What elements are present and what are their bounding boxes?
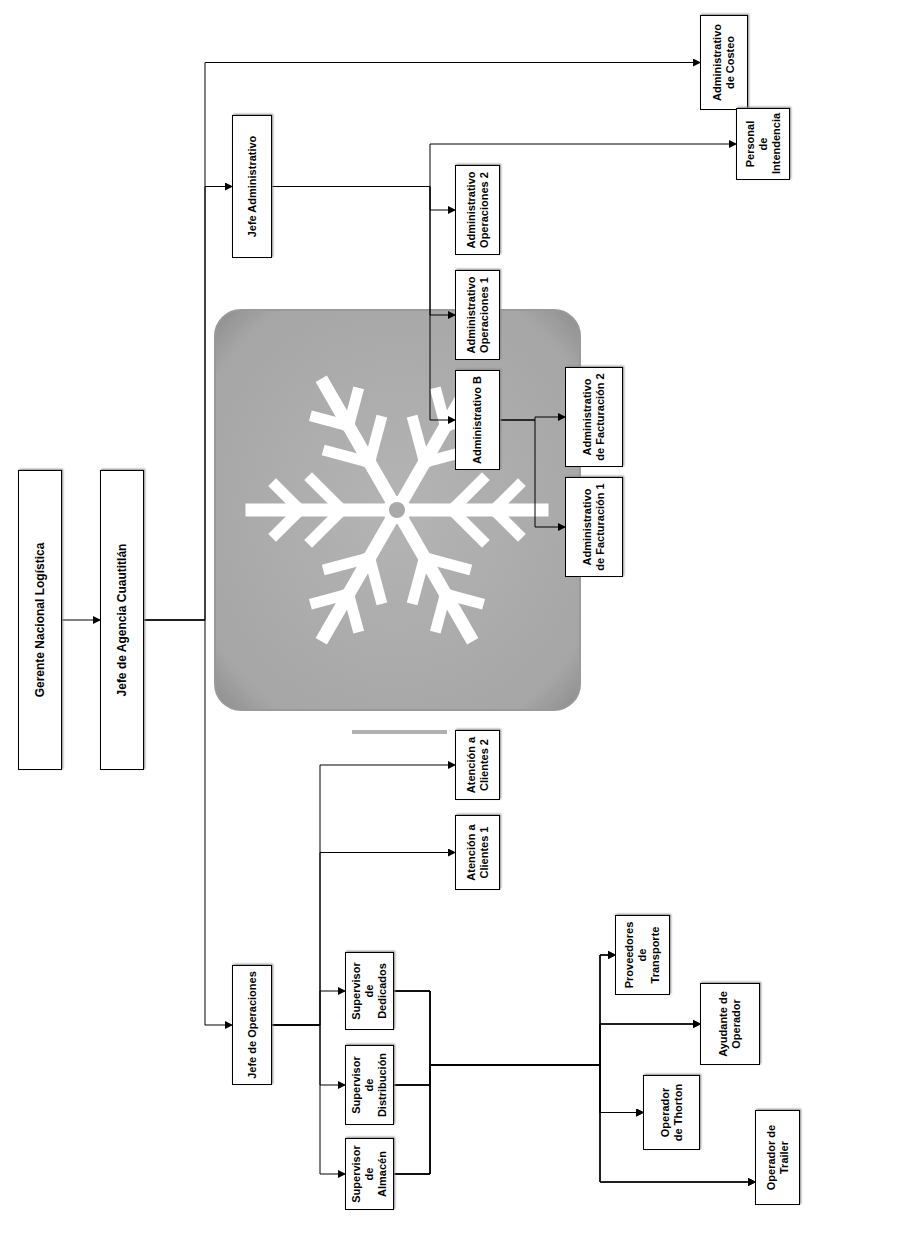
org-box: Administrativo Operaciones 2 — [455, 165, 500, 255]
org-connector — [394, 1065, 643, 1174]
org-connector — [500, 420, 565, 527]
box-label: Administrativo de Facturación 1 — [581, 479, 607, 575]
box-label: Atención a Clientes 1 — [465, 817, 491, 888]
org-connector — [394, 991, 700, 1065]
box-label: Jefe de Operaciones — [246, 967, 259, 1083]
org-box: Proveedores de Transporte — [615, 915, 670, 995]
box-label: Operador de Thorton — [659, 1077, 685, 1148]
org-box: Jefe de Operaciones — [232, 965, 272, 1085]
box-label: Operador de Trailer — [765, 1112, 791, 1203]
org-connector — [500, 417, 565, 420]
box-label: Gerente Nacional Logística — [34, 472, 47, 768]
org-connector — [144, 187, 232, 621]
box-label: AdministrativoOperaciones 1 — [465, 272, 491, 358]
box-label: Administrativo Operaciones 2 — [465, 167, 491, 253]
org-box: Administrativo de Facturación 2 — [565, 367, 623, 467]
org-box: Ayudante de Operador — [700, 983, 760, 1065]
org-box: Atención a Clientes 2 — [455, 730, 500, 800]
box-label: Ayudante de Operador — [717, 985, 743, 1063]
watermark-panel — [215, 310, 580, 710]
org-connector — [272, 187, 455, 421]
org-connector — [394, 1024, 700, 1174]
org-connector — [272, 1025, 345, 1174]
org-connector — [394, 1065, 755, 1182]
org-box: Administrativo B — [455, 370, 500, 470]
org-box: Supervisor de Dedicados — [345, 952, 394, 1030]
box-label: Supervisor de Dedicados — [350, 954, 389, 1028]
box-label: Administrativo de Facturación 2 — [581, 369, 607, 465]
box-label: Administrativo de Costeo — [711, 17, 737, 108]
org-box: Operador de Trailer — [755, 1110, 800, 1205]
box-label: Supervisor de Almacén — [350, 1140, 389, 1208]
box-label: Jefe de Agencia Cuautitlán — [116, 472, 129, 768]
org-box: Operador de Thorton — [643, 1075, 700, 1150]
box-label: Supervisor de Distribución — [350, 1047, 389, 1123]
org-connector — [272, 991, 345, 1025]
org-connector — [144, 620, 232, 1025]
org-connector — [272, 187, 455, 316]
org-box: Supervisor de Almacén — [345, 1138, 394, 1210]
org-connector — [144, 63, 700, 621]
org-connector — [62, 620, 100, 621]
org-box: Personal de Intendencia — [736, 108, 790, 180]
org-box: Jefe Administrativo — [232, 115, 272, 258]
org-connector — [272, 1025, 345, 1085]
org-box: Jefe de Agencia Cuautitlán — [100, 470, 144, 770]
org-box: Administrativo de Costeo — [700, 15, 748, 110]
box-label: Proveedores de Transporte — [623, 917, 662, 993]
box-label: Atención a Clientes 2 — [465, 732, 491, 798]
org-box: AdministrativoOperaciones 1 — [455, 270, 500, 360]
org-connector — [272, 144, 736, 187]
scan-mark — [352, 730, 447, 734]
org-connector — [272, 187, 455, 211]
box-label: Administrativo B — [471, 372, 484, 468]
org-connector — [394, 1065, 755, 1182]
org-box: Supervisor de Distribución — [345, 1045, 394, 1125]
org-connector — [394, 1065, 643, 1113]
box-label: Personal de Intendencia — [744, 110, 783, 178]
org-box: Administrativo de Facturación 1 — [565, 477, 623, 577]
org-connector — [394, 955, 615, 1065]
org-box: Gerente Nacional Logística — [18, 470, 62, 770]
org-box: Atención a Clientes 1 — [455, 815, 500, 890]
org-connector — [394, 991, 643, 1113]
box-label: Jefe Administrativo — [246, 117, 259, 256]
snowflake-symbol — [252, 369, 542, 650]
